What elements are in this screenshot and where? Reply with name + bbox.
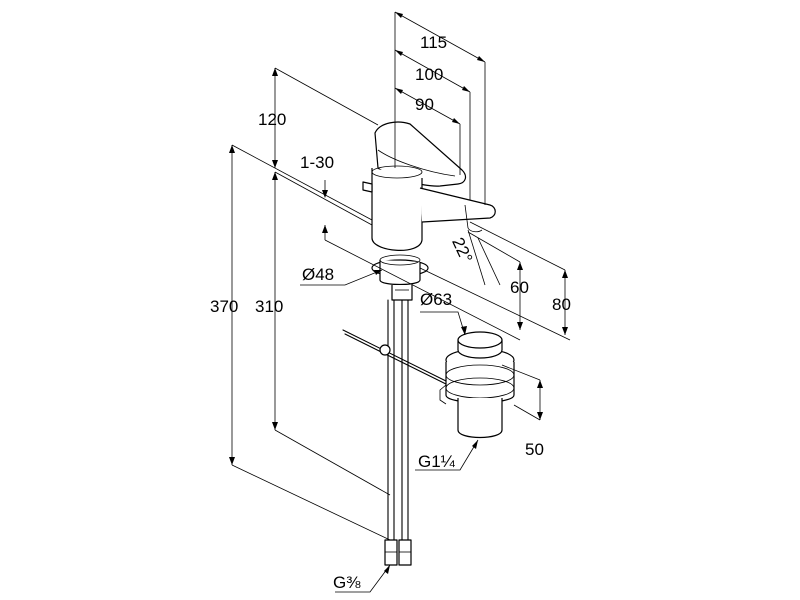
dim-60: 60: [510, 278, 529, 297]
dim-370: 370: [210, 297, 238, 316]
pop-up-rod: [342, 329, 451, 387]
faucet-body: [362, 121, 496, 301]
dim-1-30: 1-30: [300, 153, 334, 172]
dim-diameter-48: Ø48: [302, 265, 334, 284]
dim-115: 115: [420, 33, 447, 52]
thread-g3-8: G⅜: [333, 573, 361, 592]
dimension-labels: 115 100 90 120 1-30 370 310 Ø48 Ø63 60 8…: [210, 33, 571, 592]
dim-diameter-63: Ø63: [420, 290, 452, 309]
angle-22: 22°: [448, 235, 476, 266]
thread-g1-1-4: G1¼: [418, 452, 456, 471]
supply-hoses: [384, 299, 412, 566]
dim-80: 80: [552, 295, 571, 314]
dimension-lines: [229, 11, 571, 593]
dim-120: 120: [258, 110, 286, 129]
drain-assembly: [439, 331, 515, 439]
dim-90: 90: [415, 95, 434, 114]
dim-100: 100: [415, 65, 443, 84]
dim-50: 50: [525, 440, 544, 459]
dim-310: 310: [255, 297, 283, 316]
